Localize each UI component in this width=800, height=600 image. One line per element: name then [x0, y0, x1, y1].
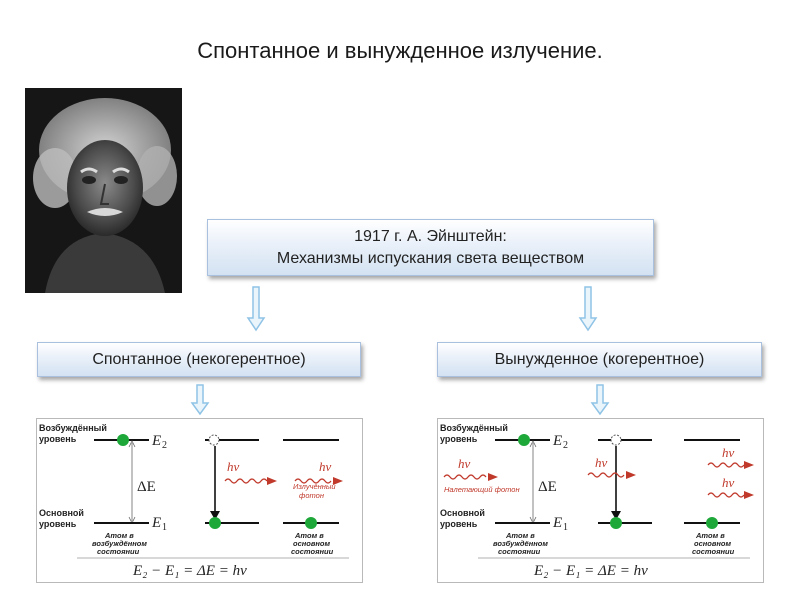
spontaneous-box: Спонтанное (некогерентное) [37, 342, 361, 377]
main-box-line1: 1917 г. А. Эйнштейн: [208, 226, 653, 248]
energy-formula: E₂ − E₁ = ΔE = hν [132, 563, 247, 579]
main-box-line2: Механизмы испускания света веществом [208, 248, 653, 270]
atom-ground-label-3: состоянии [692, 547, 735, 556]
incident-photon-label: Налетающий фотон [444, 485, 520, 494]
excited-level-label: Возбуждённый [440, 423, 508, 433]
photon-wave-icon [225, 479, 267, 483]
photon-wave-icon [588, 473, 624, 477]
atom-excited-label-3: состоянии [97, 547, 140, 556]
excited-level-label: Возбуждённый [39, 423, 107, 433]
hv-label-4: hν [722, 475, 735, 490]
ground-level-label: Основной [39, 508, 84, 518]
energy-formula: E₂ − E₁ = ΔE = hν [533, 563, 648, 579]
spontaneous-diagram: Возбуждённый уровень E 2 ΔE hν hν Излучё… [36, 418, 363, 583]
e1-sub: 1 [162, 522, 167, 533]
e1-label: E [151, 515, 161, 531]
e1-label: E [552, 515, 562, 531]
e2-label: E [151, 433, 161, 449]
hv-label-2: hν [319, 459, 332, 474]
atom-excited-label-3: состоянии [498, 547, 541, 556]
page-title: Спонтанное и вынужденное излучение. [0, 38, 800, 64]
arrow-down-icon [578, 286, 598, 332]
e2-sub: 2 [162, 440, 167, 451]
excited-level-label-2: уровень [39, 434, 77, 444]
hv-label: hν [458, 456, 471, 471]
hv-label-2: hν [595, 455, 608, 470]
ground-level-label-2: уровень [440, 519, 478, 529]
emitted-photon-label: Излучённый [293, 482, 336, 491]
ground-level-label-2: уровень [39, 519, 77, 529]
emitted-photon-label-2: фотон [299, 491, 324, 500]
arrow-down-icon [190, 384, 210, 416]
photon-wave-icon [708, 493, 744, 497]
e1-sub: 1 [563, 522, 568, 533]
excited-level-label-2: уровень [440, 434, 478, 444]
e2-sub: 2 [563, 440, 568, 451]
delta-e-label: ΔE [137, 479, 156, 495]
arrow-down-icon [590, 384, 610, 416]
hv-label: hν [227, 459, 240, 474]
stimulated-diagram: Возбуждённый уровень E 2 ΔE hν Налетающи… [437, 418, 764, 583]
arrow-down-icon [246, 286, 266, 332]
einstein-1917-box: 1917 г. А. Эйнштейн: Механизмы испускани… [207, 219, 654, 276]
photon-wave-icon [708, 463, 744, 467]
atom-ground-label-3: состоянии [291, 547, 334, 556]
delta-e-label: ΔE [538, 479, 557, 495]
hv-label-3: hν [722, 445, 735, 460]
ground-level-label: Основной [440, 508, 485, 518]
e2-label: E [552, 433, 562, 449]
stimulated-box: Вынужденное (когерентное) [437, 342, 762, 377]
incident-photon-wave-icon [444, 475, 486, 479]
einstein-portrait [25, 88, 182, 293]
